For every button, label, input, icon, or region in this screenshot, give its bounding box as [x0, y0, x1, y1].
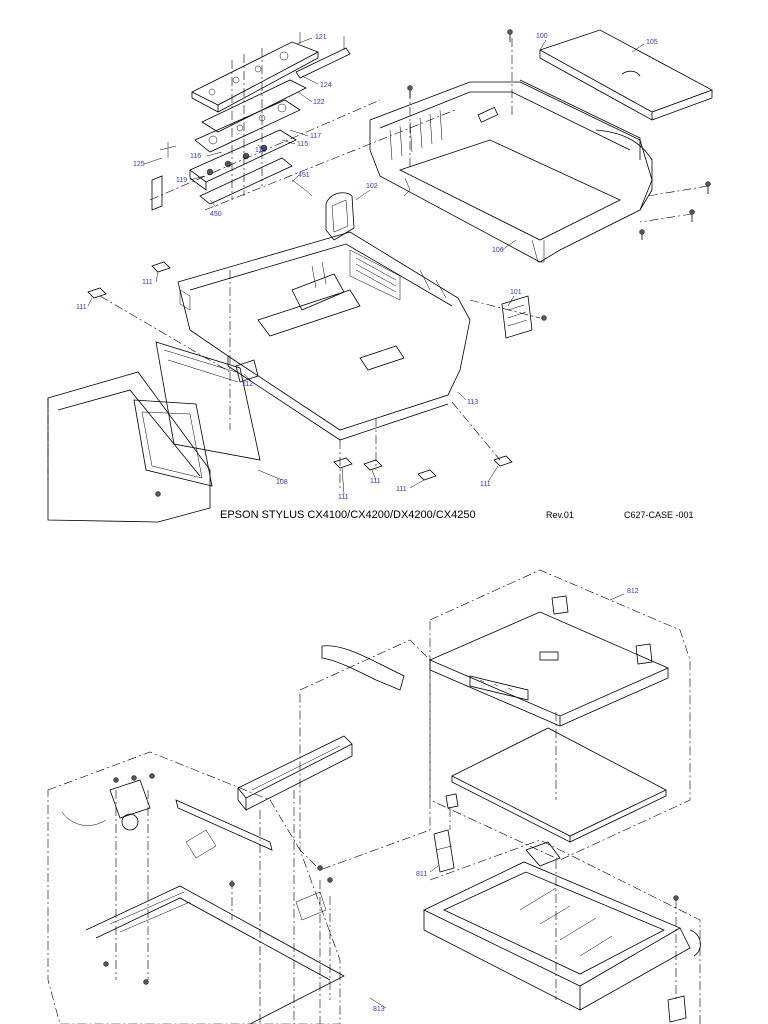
document-glass	[451, 712, 667, 843]
feet-111	[87, 261, 513, 481]
board-101	[469, 295, 547, 339]
upper-housing	[369, 29, 713, 263]
label-451: 451	[298, 172, 310, 179]
label-811: 811	[416, 871, 427, 878]
label-111-e: 111	[396, 486, 407, 493]
label-113: 113	[467, 399, 478, 406]
sensor-unit-811	[433, 793, 459, 873]
scanner-base	[61, 773, 345, 1024]
scanner-sheet: 812 811 813	[47, 569, 701, 1024]
label-115: 115	[297, 141, 308, 148]
scanner-carriage	[237, 645, 405, 1024]
label-101: 101	[510, 289, 522, 296]
label-111-f: 111	[480, 481, 491, 488]
diagram-caption: EPSON STYLUS CX4100/CX4200/DX4200/CX4250…	[220, 509, 694, 521]
screws-upper	[407, 29, 711, 240]
label-118: 118	[255, 147, 266, 154]
label-117: 117	[310, 133, 321, 140]
caption-revision: Rev.01	[546, 510, 574, 520]
bracket-102	[325, 192, 355, 241]
label-111-a: 111	[142, 279, 153, 286]
label-122: 122	[313, 99, 325, 106]
label-102: 102	[366, 183, 378, 190]
label-106: 106	[492, 247, 504, 254]
label-111-c: 111	[338, 494, 349, 501]
scanner-housing-lower	[423, 841, 701, 1023]
label-108: 108	[276, 479, 288, 486]
label-111-d: 111	[370, 478, 381, 485]
label-112: 112	[242, 381, 253, 388]
label-119: 119	[176, 177, 187, 184]
label-105: 105	[646, 39, 658, 46]
label-450: 450	[210, 211, 222, 218]
scanner-lid-812	[428, 595, 669, 727]
part-labels-sheet2: 812 811 813	[373, 588, 639, 1013]
label-812: 812	[627, 588, 639, 595]
leaders-sheet1	[87, 37, 645, 495]
part-labels-sheet1: 121 124 122 117 115 118 116 119 125 451 …	[76, 33, 658, 501]
caption-model: EPSON STYLUS CX4100/CX4200/DX4200/CX4250	[220, 509, 476, 521]
case-sheet: 121 124 122 117 115 118 116 119 125 451 …	[47, 29, 713, 523]
label-121: 121	[315, 34, 327, 41]
label-813: 813	[373, 1006, 385, 1013]
caption-code: C627-CASE -001	[624, 510, 694, 520]
front-panel-108	[47, 295, 261, 523]
leaders-sheet2	[369, 593, 625, 1009]
label-100: 100	[536, 33, 548, 40]
label-124: 124	[320, 82, 332, 89]
label-125: 125	[133, 161, 145, 168]
control-panel-assembly	[149, 32, 456, 211]
lower-housing	[177, 231, 501, 490]
label-111-b: 111	[76, 304, 87, 311]
label-116: 116	[190, 153, 201, 160]
